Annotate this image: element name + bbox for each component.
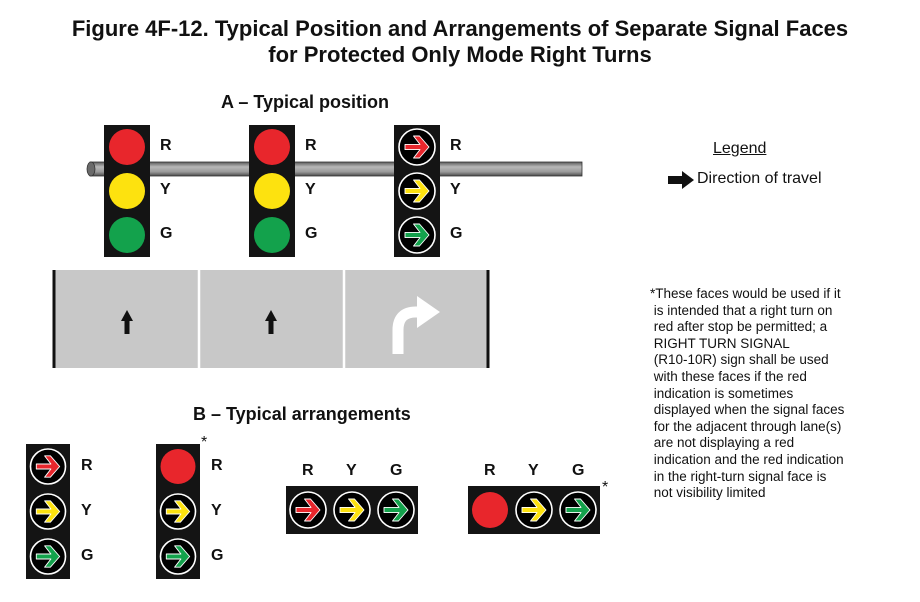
- lens-a3-red: [398, 128, 436, 166]
- signal-label: R: [211, 457, 223, 474]
- lens-a2-red: [254, 129, 290, 165]
- lens-a2-green: [254, 217, 290, 253]
- figure-title-line-2: for Protected Only Mode Right Turns: [268, 42, 652, 67]
- through-arrow-icon: [265, 310, 277, 334]
- signal-head-a-1: [104, 125, 150, 257]
- legend-item-direction-of-travel: Direction of travel: [697, 170, 822, 187]
- horizontal-arrangement-2: [468, 486, 600, 534]
- signal-label: G: [305, 225, 318, 242]
- signal-label: Y: [528, 462, 539, 479]
- green-arrow-icon: [565, 498, 591, 522]
- asterisk-marker: *: [201, 434, 208, 451]
- lens-bv1-yellow: [29, 493, 67, 530]
- lens-a1-yellow: [109, 173, 145, 209]
- signal-label: R: [484, 462, 496, 479]
- signal-label: G: [211, 547, 224, 564]
- signal-label: R: [302, 462, 314, 479]
- asterisk-marker: *: [602, 479, 609, 496]
- signal-label: G: [450, 225, 463, 242]
- lens-bv2-yellow: [159, 493, 197, 530]
- red-arrow-icon: [35, 455, 61, 478]
- lens-a3-yellow: [398, 172, 436, 210]
- right-turn-arrow-icon: [392, 296, 440, 354]
- lens-bh2-red: [472, 492, 508, 528]
- signal-label: R: [305, 137, 317, 154]
- signal-head-a-2: [249, 125, 295, 257]
- green-arrow-icon: [404, 223, 430, 247]
- lens-bh1-green: [377, 491, 415, 529]
- arrow-right-icon: [668, 171, 694, 189]
- signal-label: Y: [450, 181, 461, 198]
- signal-label: R: [160, 137, 172, 154]
- yellow-arrow-icon: [404, 179, 430, 203]
- signal-label: Y: [211, 502, 222, 519]
- mast-arm-end: [86, 161, 96, 177]
- signal-label: R: [450, 137, 462, 154]
- lens-a1-green: [109, 217, 145, 253]
- legend-title: Legend: [713, 140, 767, 157]
- signal-label: Y: [160, 181, 171, 198]
- red-arrow-icon: [295, 498, 321, 522]
- figure-title: Figure 4F-12. Typical Position and Arran…: [0, 16, 920, 68]
- lens-bh1-red: [289, 491, 327, 529]
- lens-bv2-green: [159, 538, 197, 575]
- signal-label: G: [572, 462, 585, 479]
- green-arrow-icon: [383, 498, 409, 522]
- section-b-title: B – Typical arrangements: [193, 404, 411, 424]
- lens-bv1-red: [29, 448, 67, 485]
- signal-head-a-3: [394, 125, 440, 257]
- vertical-arrangement-1: [26, 444, 70, 579]
- red-arrow-icon: [404, 135, 430, 159]
- figure-title-line-1: Figure 4F-12. Typical Position and Arran…: [71, 16, 849, 41]
- lens-a1-red: [109, 129, 145, 165]
- signal-label: Y: [81, 502, 92, 519]
- green-arrow-icon: [165, 545, 191, 568]
- yellow-arrow-icon: [165, 500, 191, 523]
- lens-bv2-red: [160, 449, 196, 484]
- section-a-title: A – Typical position: [221, 92, 390, 112]
- yellow-arrow-icon: [35, 500, 61, 523]
- lens-bh2-yellow: [515, 491, 553, 529]
- yellow-arrow-icon: [521, 498, 547, 522]
- horizontal-arrangement-1: [286, 486, 418, 534]
- signal-label: G: [390, 462, 403, 479]
- vertical-arrangement-2: [156, 444, 200, 579]
- lens-bh1-yellow: [333, 491, 371, 529]
- footnote-text: *These faces would be used if it is inte…: [650, 286, 845, 501]
- lens-a2-yellow: [254, 173, 290, 209]
- signal-label: G: [81, 547, 94, 564]
- through-arrow-icon: [121, 310, 133, 334]
- signal-label: Y: [346, 462, 357, 479]
- yellow-arrow-icon: [339, 498, 365, 522]
- lens-bh2-green: [559, 491, 597, 529]
- signal-label: Y: [305, 181, 316, 198]
- signal-label: G: [160, 225, 173, 242]
- signal-label: R: [81, 457, 93, 474]
- lens-a3-green: [398, 216, 436, 254]
- green-arrow-icon: [35, 545, 61, 568]
- lens-bv1-green: [29, 538, 67, 575]
